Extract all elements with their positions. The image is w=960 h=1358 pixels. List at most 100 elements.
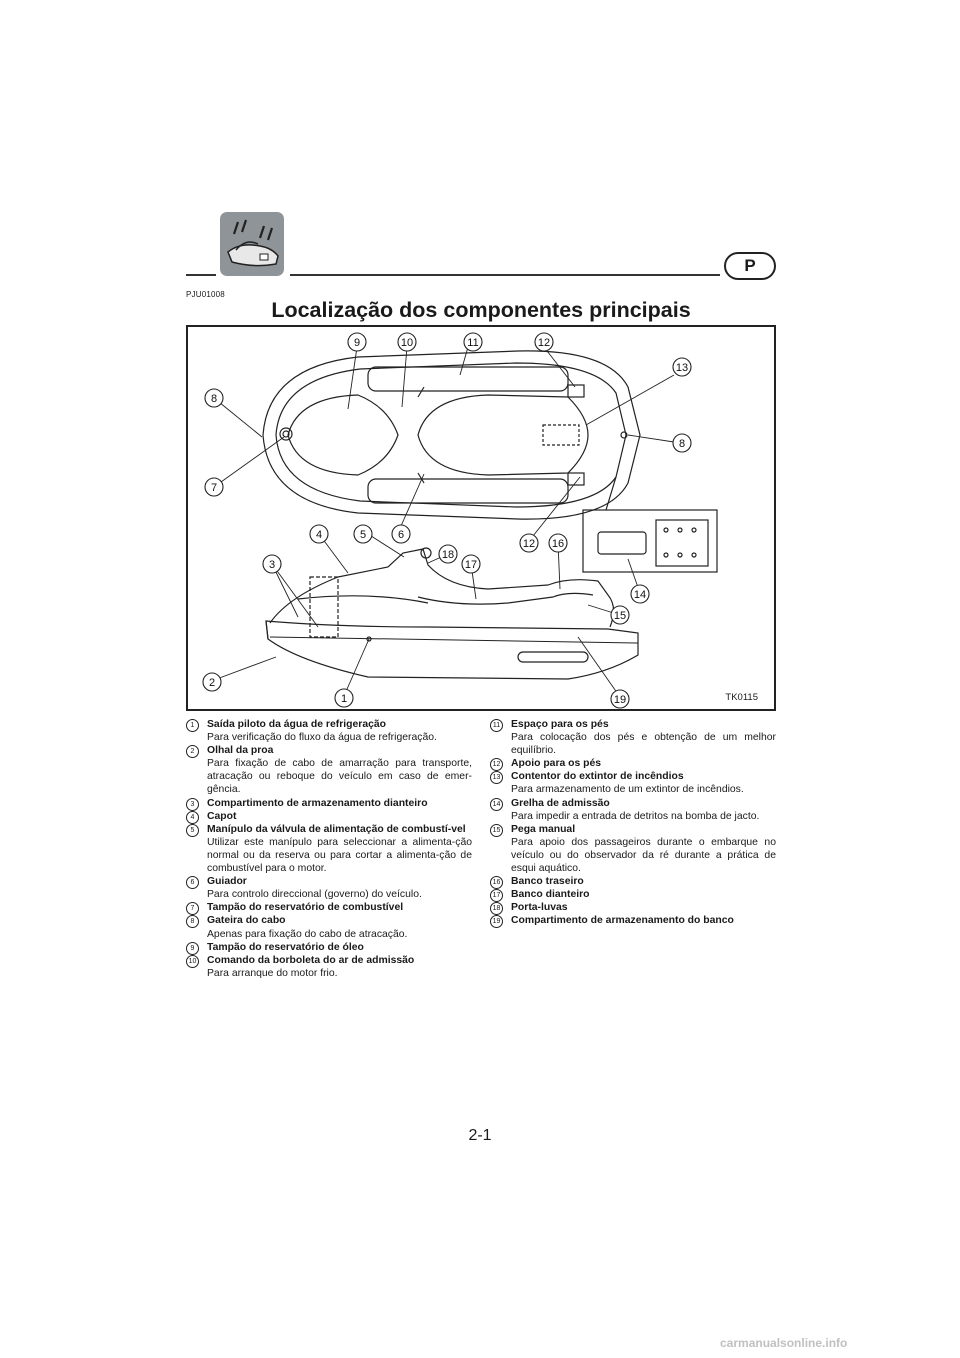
callout-12-side: 12 (520, 534, 538, 552)
item-number: 12 (490, 758, 503, 771)
item-description: Para colocação dos pés e obtenção de um … (511, 731, 776, 757)
intake-grate-inset (583, 477, 717, 572)
legend-item: 8Gateira do caboApenas para fixação do c… (186, 914, 472, 940)
component-figure: 8 7 9 10 11 12 13 8 4 5 6 12 16 3 18 17 … (186, 325, 776, 711)
leader-lines (214, 347, 674, 697)
item-description: Apenas para fixação do cabo de atracação… (207, 928, 472, 941)
svg-text:11: 11 (467, 337, 478, 349)
item-number: 15 (490, 824, 503, 837)
callout-1: 1 (335, 689, 353, 707)
svg-text:10: 10 (401, 337, 413, 349)
svg-text:7: 7 (211, 482, 217, 494)
callout-6: 6 (392, 525, 410, 543)
item-number: 19 (490, 915, 503, 928)
legend-item: 18Porta-luvas (490, 901, 776, 914)
figure-code: TK0115 (725, 692, 758, 703)
side-view (266, 548, 638, 679)
item-title: Manípulo da válvula de alimentação de co… (207, 823, 472, 836)
svg-text:4: 4 (316, 529, 322, 541)
item-title: Porta-luvas (511, 901, 776, 914)
legend-item: 16 Banco traseiro (490, 875, 776, 888)
item-title: Olhal da proa (207, 744, 472, 757)
svg-text:18: 18 (442, 549, 454, 561)
callout-3: 3 (263, 555, 281, 573)
svg-text:8: 8 (211, 393, 217, 405)
item-number: 3 (186, 798, 199, 811)
header-rule (186, 274, 216, 276)
svg-text:1: 1 (341, 693, 347, 705)
callout-9: 9 (348, 333, 366, 351)
item-description: Utilizar este manípulo para seleccionar … (207, 836, 472, 875)
item-number: 4 (186, 811, 199, 824)
top-view (263, 351, 640, 519)
item-number: 17 (490, 889, 503, 902)
item-description: Para armazenamento de um extintor de inc… (511, 783, 776, 796)
callout-8-top: 8 (205, 389, 223, 407)
svg-text:5: 5 (360, 529, 366, 541)
item-number: 10 (186, 955, 199, 968)
callout-14: 14 (631, 585, 649, 603)
item-description: Para controlo direccional (governo) do v… (207, 888, 472, 901)
svg-text:3: 3 (269, 559, 275, 571)
page-title: Localização dos componentes principais (186, 298, 776, 323)
header-rule (290, 274, 720, 276)
legend-item: 14Grelha de admissãoPara impedir a entra… (490, 797, 776, 823)
item-number: 11 (490, 719, 503, 732)
item-title: Grelha de admissão (511, 797, 776, 810)
legend-item: 3 Compartimento de armazenamento dianteir… (186, 797, 472, 810)
svg-text:15: 15 (614, 610, 626, 622)
callout-13: 13 (673, 358, 691, 376)
item-description: Para fixação de cabo de amarração para t… (207, 757, 472, 796)
callout-16: 16 (549, 534, 567, 552)
legend-item: 6GuiadorPara controlo direccional (gover… (186, 875, 472, 901)
watercraft-illustration: 8 7 9 10 11 12 13 8 4 5 6 12 16 3 18 17 … (188, 327, 774, 709)
legend-item: 7Tampão do reservatório de combustível (186, 901, 472, 914)
item-title: Compartimento de armazenamento dianteiro (207, 797, 472, 810)
item-title: Saída piloto da água de refrigeração (207, 718, 472, 731)
callout-8-right: 8 (673, 434, 691, 452)
item-title: Guiador (207, 875, 472, 888)
legend-item: 17 Banco dianteiro (490, 888, 776, 901)
item-number: 1 (186, 719, 199, 732)
svg-text:17: 17 (465, 559, 477, 571)
callout-17: 17 (462, 555, 480, 573)
item-number: 9 (186, 942, 199, 955)
svg-text:13: 13 (676, 362, 688, 374)
svg-text:12: 12 (523, 538, 535, 550)
item-title: Compartimento de armazenamento do banco (511, 914, 776, 927)
callout-2: 2 (203, 673, 221, 691)
callout-18: 18 (439, 545, 457, 563)
svg-text:8: 8 (679, 438, 685, 450)
legend-item: 19 Compartimento de armazenamento do banc… (490, 914, 776, 927)
item-number: 16 (490, 876, 503, 889)
item-title: Capot (207, 810, 472, 823)
watermark: carmanualsonline.info (720, 1336, 847, 1350)
item-title: Pega manual (511, 823, 776, 836)
callout-19: 19 (611, 690, 629, 708)
item-number: 13 (490, 771, 503, 784)
page-number: 2-1 (0, 1127, 960, 1145)
svg-text:2: 2 (209, 677, 215, 689)
language-badge: P (724, 252, 776, 280)
item-title: Banco dianteiro (511, 888, 776, 901)
item-number: 2 (186, 745, 199, 758)
item-title: Banco traseiro (511, 875, 776, 888)
callout-12-top: 12 (535, 333, 553, 351)
callout-4: 4 (310, 525, 328, 543)
item-title: Tampão do reservatório de combustível (207, 901, 472, 914)
item-description: Para apoio dos passageiros durante o emb… (511, 836, 776, 875)
callout-10: 10 (398, 333, 416, 351)
item-description: Para verificação do fluxo da água de ref… (207, 731, 472, 744)
watercraft-section-icon (220, 212, 284, 276)
svg-text:6: 6 (398, 529, 404, 541)
callout-15: 15 (611, 606, 629, 624)
item-description: Para arranque do motor frio. (207, 967, 472, 980)
